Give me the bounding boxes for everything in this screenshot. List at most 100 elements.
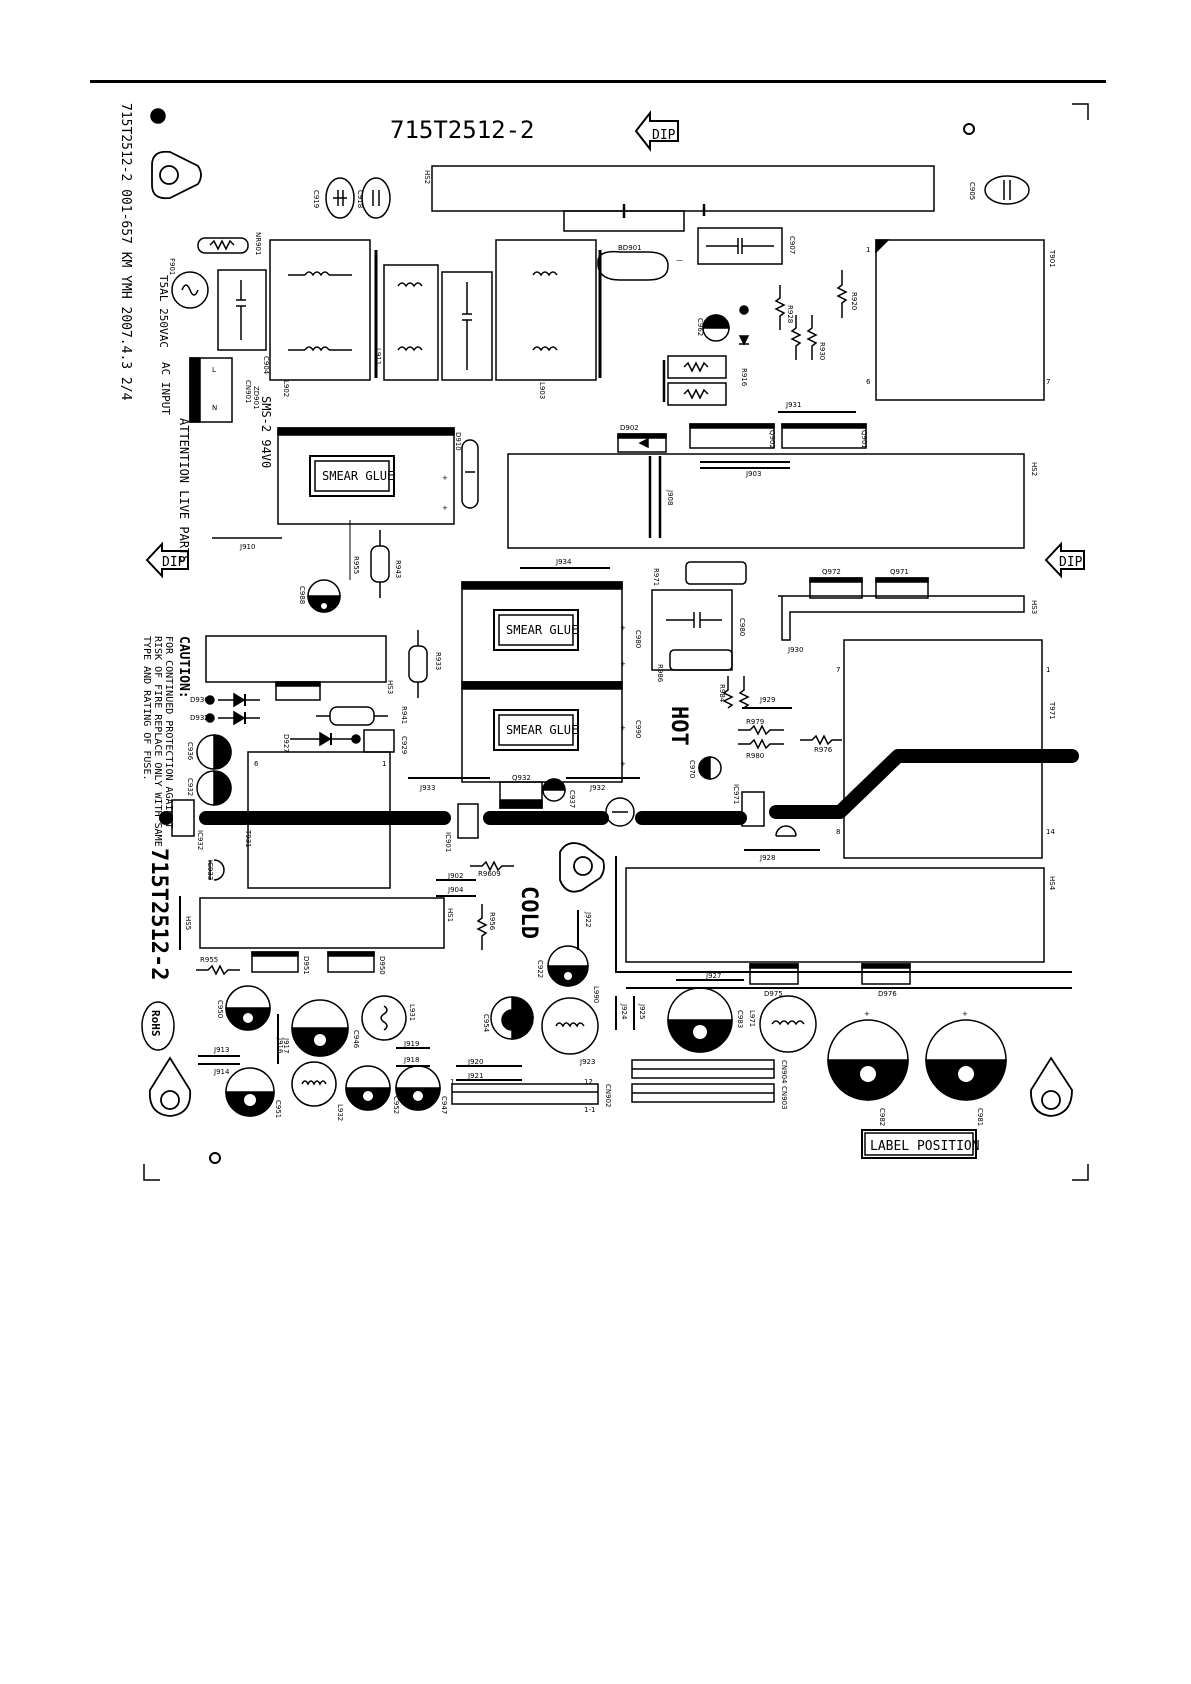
- resistor-r928: [774, 285, 786, 330]
- capacitor-c980-block: [651, 589, 733, 671]
- thermistor-nr901: [197, 237, 249, 254]
- svg-text:J914: J914: [213, 1068, 230, 1076]
- page-top-rule: [90, 80, 1106, 83]
- label-position-text: LABEL POSITION: [870, 1139, 980, 1154]
- svg-text:HS3: HS3: [386, 680, 394, 694]
- svg-text:C983: C983: [736, 1010, 744, 1028]
- resistor-r931: [806, 315, 818, 360]
- svg-text:BD901: BD901: [618, 244, 642, 252]
- svg-text:+: +: [620, 624, 626, 632]
- svg-text:J925: J925: [638, 1003, 646, 1019]
- svg-text:NR901: NR901: [254, 232, 262, 255]
- svg-text:+: +: [620, 760, 626, 768]
- rohs-mark: RoHS: [141, 1001, 175, 1051]
- svg-text:IC933: IC933: [206, 860, 214, 880]
- board-title-top: 715T2512-2: [390, 116, 535, 144]
- svg-text:R955: R955: [200, 956, 218, 964]
- svg-text:R943: R943: [394, 560, 402, 578]
- svg-text:HS2: HS2: [1030, 462, 1038, 476]
- top-heatsink: [431, 165, 935, 212]
- svg-text:C981: C981: [976, 1108, 984, 1126]
- smear-glue-label: SMEAR GLUE: [506, 723, 578, 737]
- svg-text:C905: C905: [968, 182, 976, 200]
- regulator-ic933: [209, 859, 225, 881]
- svg-text:L931: L931: [408, 1004, 416, 1021]
- svg-text:R930: R930: [818, 342, 826, 360]
- svg-text:C919: C919: [312, 190, 320, 208]
- svg-text:N: N: [212, 404, 217, 412]
- svg-text:7: 7: [836, 666, 840, 674]
- capacitor-c947: [395, 1065, 441, 1111]
- svg-text:+: +: [962, 1010, 968, 1018]
- smear-glue-label: SMEAR GLUE: [506, 623, 578, 637]
- resistor-r9609: [470, 860, 514, 872]
- svg-text:IC901: IC901: [444, 832, 452, 852]
- mounting-hole-bottom-left: [148, 1056, 192, 1117]
- capacitor-c907: [697, 227, 783, 265]
- svg-text:T971: T971: [1048, 701, 1056, 720]
- resistor-r984: [722, 676, 734, 709]
- resistor-r930: [790, 315, 802, 360]
- svg-text:J908: J908: [666, 489, 674, 505]
- svg-text:HS5: HS5: [184, 916, 192, 930]
- fuse-rating: T5AL 250VAC: [157, 275, 170, 348]
- svg-text:J903: J903: [745, 470, 761, 478]
- capacitor-c922: [547, 945, 589, 987]
- svg-text:C980: C980: [634, 630, 642, 648]
- resistor-r955-bottom: [196, 964, 240, 976]
- dip-arrow-right: DIP: [1044, 541, 1085, 579]
- svg-text:C932: C932: [186, 778, 194, 796]
- svg-text:C936: C936: [186, 742, 194, 761]
- inductor-l903: [495, 239, 597, 381]
- capacitor-c988: [307, 579, 341, 613]
- dip-label: DIP: [162, 555, 186, 570]
- svg-text:R9609: R9609: [478, 870, 501, 878]
- heatsink-hs2: [507, 453, 1025, 549]
- resistor-r920: [836, 270, 848, 318]
- regulator-near-t971: [775, 825, 797, 837]
- svg-text:HS2: HS2: [423, 170, 431, 184]
- svg-text:J918: J918: [403, 1056, 419, 1064]
- svg-text:RISK OF FIRE REPLACE ONLY WITH: RISK OF FIRE REPLACE ONLY WITH SAME: [152, 636, 163, 847]
- svg-text:6: 6: [254, 760, 259, 768]
- svg-text:C980: C980: [738, 618, 746, 636]
- connector-cn902: [451, 1083, 599, 1105]
- svg-text:+: +: [442, 474, 448, 482]
- svg-text:HS4: HS4: [1048, 876, 1056, 891]
- label-position-box: LABEL POSITION: [861, 1129, 980, 1159]
- svg-text:+: +: [620, 724, 626, 732]
- svg-text:C907: C907: [788, 236, 796, 254]
- capacitor-c950: [225, 985, 271, 1031]
- fuse-f901: [171, 271, 209, 309]
- connector-cn901: L N: [189, 357, 233, 423]
- capacitor-c937: [542, 778, 566, 802]
- svg-text:C951: C951: [274, 1100, 282, 1118]
- transformer-t901: [875, 239, 1045, 401]
- capacitor-c970: [698, 756, 722, 780]
- capacitor-c919: [325, 177, 355, 219]
- svg-text:CN902: CN902: [604, 1084, 612, 1108]
- capacitor-c982: +: [827, 1010, 909, 1101]
- inductor-l990: [541, 997, 599, 1055]
- svg-text:C947: C947: [440, 1096, 448, 1114]
- resistor-r971: [685, 561, 747, 585]
- fiducial-ring: [963, 123, 975, 135]
- svg-text:J931: J931: [785, 401, 801, 409]
- mounting-hole-center: [559, 842, 605, 893]
- svg-text:C929: C929: [400, 736, 408, 754]
- dip-label: DIP: [1059, 555, 1083, 570]
- svg-text:T901: T901: [1048, 249, 1056, 268]
- resistor-r985: [738, 676, 750, 709]
- svg-text:D927: D927: [282, 734, 290, 753]
- svg-text:7: 7: [1046, 378, 1050, 386]
- svg-text:C990: C990: [634, 720, 642, 738]
- svg-text:D975: D975: [764, 990, 783, 998]
- capacitor-c904-block: [441, 271, 493, 381]
- svg-text:1: 1: [382, 760, 386, 768]
- svg-text:8: 8: [836, 828, 840, 836]
- svg-text:L903: L903: [538, 382, 546, 399]
- svg-text:CN903: CN903: [780, 1086, 788, 1110]
- heatsink-strip-right: [778, 595, 1025, 641]
- resistor-r933: [408, 630, 428, 698]
- cold-zone-label: COLD: [516, 886, 541, 939]
